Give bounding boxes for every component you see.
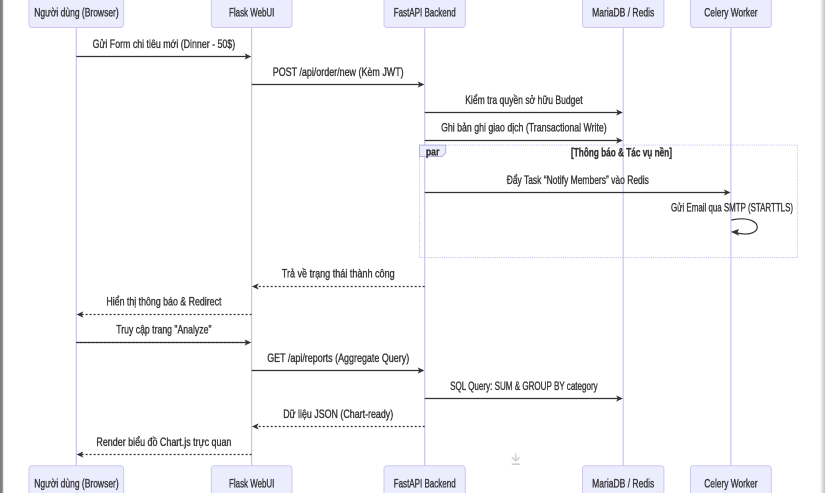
svg-text:MariaDB / Redis: MariaDB / Redis <box>592 478 654 490</box>
svg-text:MariaDB / Redis: MariaDB / Redis <box>592 8 654 20</box>
svg-text:POST /api/order/new (Kèm JWT): POST /api/order/new (Kèm JWT) <box>273 66 404 79</box>
svg-text:FastAPI Backend: FastAPI Backend <box>394 8 456 20</box>
svg-text:Flask WebUI: Flask WebUI <box>229 478 274 490</box>
svg-text:Đẩy Task “Notify Members” vào: Đẩy Task “Notify Members” vào Redis <box>507 174 649 187</box>
svg-text:Gửi Form chi tiêu mới (Dinner: Gửi Form chi tiêu mới (Dinner - 50$) <box>93 38 236 51</box>
svg-text:Hiển thị thông báo & Redirect: Hiển thị thông báo & Redirect <box>106 296 222 309</box>
svg-text:Flask WebUI: Flask WebUI <box>229 8 274 20</box>
svg-text:Celery Worker: Celery Worker <box>704 8 757 20</box>
svg-text:Celery Worker: Celery Worker <box>704 478 757 490</box>
svg-text:Kiểm tra quyền sở hữu Budget: Kiểm tra quyền sở hữu Budget <box>465 94 583 107</box>
svg-text:[Thông báo & Tác vụ nền]: [Thông báo & Tác vụ nền] <box>571 147 672 159</box>
svg-text:Dữ liệu JSON (Chart-ready): Dữ liệu JSON (Chart-ready) <box>283 408 393 421</box>
svg-text:Render biểu đồ Chart.js trực q: Render biểu đồ Chart.js trực quan <box>96 436 231 449</box>
svg-text:par: par <box>426 146 440 158</box>
svg-text:Gửi Email qua SMTP (STARTTLS): Gửi Email qua SMTP (STARTTLS) <box>671 202 793 215</box>
svg-text:Truy cập trang "Analyze": Truy cập trang "Analyze" <box>116 324 211 337</box>
svg-text:SQL Query: SUM & GROUP BY cate: SQL Query: SUM & GROUP BY category <box>450 380 598 393</box>
svg-text:Ghi bản ghi giao dịch (Transac: Ghi bản ghi giao dịch (Transactional Wri… <box>441 122 607 135</box>
svg-text:Người dùng (Browser): Người dùng (Browser) <box>34 8 119 20</box>
svg-text:FastAPI Backend: FastAPI Backend <box>394 478 456 490</box>
svg-text:GET /api/reports (Aggregate Qu: GET /api/reports (Aggregate Query) <box>267 352 409 365</box>
svg-text:Trả về trạng thái thành công: Trả về trạng thái thành công <box>282 267 395 280</box>
svg-text:Người dùng (Browser): Người dùng (Browser) <box>34 478 119 490</box>
